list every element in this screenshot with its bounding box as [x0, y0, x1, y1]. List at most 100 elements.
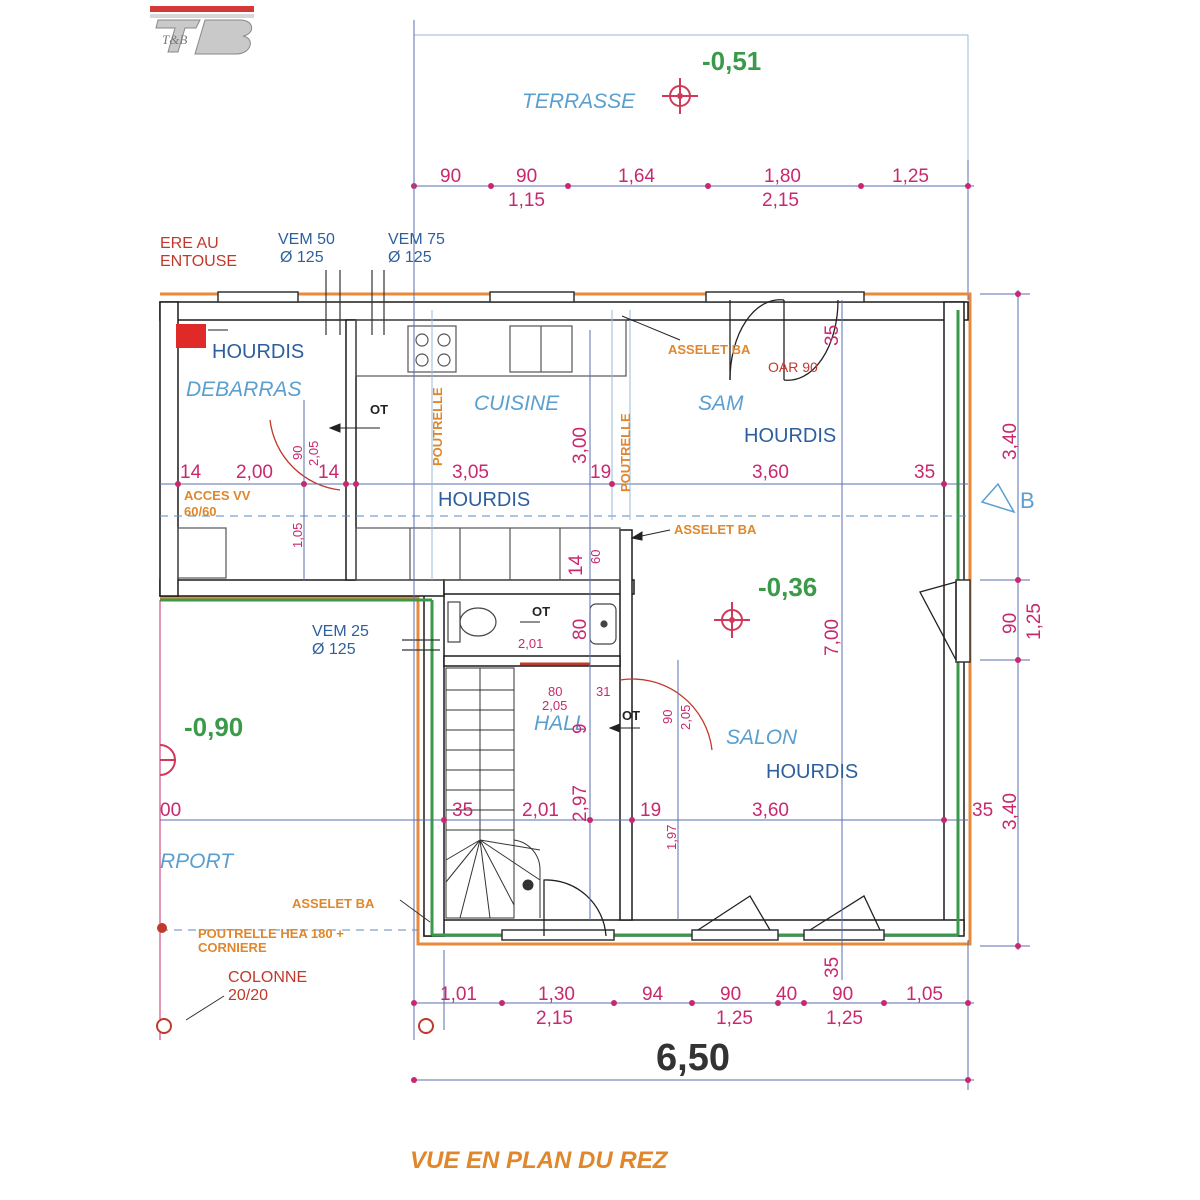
asselet-label: ASSELET BA — [674, 522, 757, 537]
dimension-label: 60 — [588, 550, 603, 564]
dimension-label: 90 — [1000, 613, 1021, 634]
hourdis-label: HOURDIS — [766, 761, 858, 783]
dimension-label: 1,30 — [538, 984, 575, 1005]
dimension-label: 2,97 — [570, 785, 591, 822]
ot-label: OT — [622, 708, 640, 723]
dimension-label: 1,80 — [764, 166, 801, 187]
terrace-area — [413, 34, 969, 300]
room-label-hall: HALL — [534, 712, 587, 735]
door-dimension: 2,05 — [678, 705, 693, 730]
vent-diameter: Ø 125 — [280, 249, 324, 266]
vent-diameter: Ø 125 — [312, 641, 356, 658]
dimension-label: 1,05 — [290, 523, 305, 548]
hourdis-label: HOURDIS — [438, 489, 530, 511]
door-dimension: 90 — [290, 446, 305, 460]
level-terrace: -0,51 — [702, 46, 761, 76]
ot-label: OT — [370, 402, 388, 417]
dimension-label: 1,64 — [618, 166, 655, 187]
dimension-label: 90 — [720, 984, 741, 1005]
interior-dimensions — [160, 20, 1030, 1040]
room-label-debarras: DEBARRAS — [186, 378, 302, 401]
dimension-label: 40 — [776, 984, 797, 1005]
dimension-label: 3,00 — [570, 427, 591, 464]
section-label: B — [1020, 488, 1035, 513]
dimension-label: 2,01 — [522, 800, 559, 821]
window — [691, 929, 779, 941]
bottom-dimensions — [411, 940, 974, 1090]
dimension-label: 1,01 — [440, 984, 477, 1005]
carport-elements — [156, 600, 434, 1040]
column-icon — [418, 1018, 434, 1034]
dimension-label: 2,15 — [536, 1008, 573, 1029]
window — [217, 291, 299, 303]
door-swing — [809, 895, 881, 931]
dimension-label: 14 — [566, 554, 587, 576]
dimension-label: 2,00 — [236, 462, 273, 483]
logo-text: T&B — [162, 32, 187, 47]
dimension-label: 1,97 — [664, 825, 679, 850]
dimension-label: 19 — [640, 800, 661, 821]
room-label-carport: RPORT — [160, 850, 235, 873]
hourdis-label: HOURDIS — [212, 341, 304, 363]
window — [803, 929, 885, 941]
dimension-label: 35 — [914, 462, 935, 483]
dimension-label: 3,05 — [452, 462, 489, 483]
dimension-label: 90 — [832, 984, 853, 1005]
overall-width-label: 6,50 — [656, 1037, 730, 1079]
window — [705, 291, 865, 303]
window — [489, 291, 575, 303]
acces-size-label: 60/60 — [184, 504, 217, 519]
vent-label: VEM 50 — [278, 231, 335, 248]
dimension-label: 94 — [642, 984, 664, 1005]
door-swing — [619, 678, 713, 751]
chimney-label: ERE AU — [160, 235, 219, 252]
room-label-cuisine: CUISINE — [474, 392, 560, 415]
level-carport: -0,90 — [184, 712, 243, 742]
window — [955, 579, 971, 663]
dimension-label: 00 — [160, 800, 181, 821]
dimension-label: 1,25 — [826, 1008, 863, 1029]
dimension-label: 35 — [822, 957, 843, 978]
section-triangle-icon — [980, 482, 1016, 514]
vent-label: VEM 25 — [312, 623, 369, 640]
oar-label: OAR 90 — [768, 359, 818, 375]
dimension-label: 1,05 — [906, 984, 943, 1005]
vent-pipes — [325, 270, 440, 651]
door-dimension: 2,01 — [518, 636, 543, 651]
poutrelle-label: POUTRELLE — [618, 413, 633, 492]
annotation-leaders — [208, 315, 681, 733]
dimension-label: 1,25 — [1024, 603, 1045, 640]
dimension-label: 14 — [318, 462, 340, 483]
dimension-label: 2,15 — [762, 190, 799, 211]
door-swing — [543, 879, 607, 937]
dimension-label: 7,00 — [822, 619, 843, 656]
toilet-icon — [459, 607, 497, 637]
dimension-label: 35 — [452, 800, 473, 821]
window — [501, 929, 615, 941]
colonne-label: COLONNE — [228, 969, 307, 986]
windows — [217, 291, 971, 941]
section-marker: B — [980, 482, 1035, 514]
dimension-label: 1,25 — [716, 1008, 753, 1029]
door-dimension: 80 — [548, 684, 562, 699]
living-level-marker — [714, 602, 750, 638]
dimension-label: 3,40 — [1000, 793, 1021, 830]
top-dimensions — [411, 160, 974, 300]
dimension-label: 19 — [590, 462, 611, 483]
dimension-label: 9 — [570, 723, 591, 734]
dimension-label: 3,60 — [752, 800, 789, 821]
dimension-label: 1,25 — [892, 166, 929, 187]
room-label-salon: SALON — [726, 726, 798, 749]
door-dimension: 90 — [660, 710, 675, 724]
chimney-block — [176, 324, 206, 348]
door-dimension: 2,05 — [306, 441, 321, 466]
logo: T&B — [150, 6, 254, 55]
dimension-label: 35 — [972, 800, 993, 821]
vent-diameter: Ø 125 — [388, 249, 432, 266]
door-swing — [729, 299, 785, 381]
door — [919, 581, 957, 661]
dimension-label: 35 — [822, 325, 843, 346]
poutrelle-label: POUTRELLE — [430, 387, 445, 466]
door-swing — [269, 419, 341, 491]
